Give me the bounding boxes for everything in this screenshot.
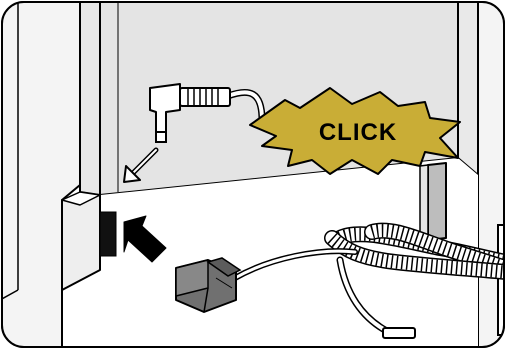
- tube-end-cap: [382, 327, 416, 339]
- click-callout: CLICK: [249, 87, 461, 175]
- diagonal-arrow-down-left-icon: [123, 147, 159, 183]
- click-label: CLICK: [319, 119, 397, 146]
- power-plug-icon: [175, 257, 242, 313]
- angled-plug-icon: [149, 83, 266, 143]
- socket-slot: [99, 211, 117, 257]
- plinth-bracket: [61, 191, 101, 206]
- cabinet-front-strip: [79, 2, 101, 196]
- right-channel-inner: [419, 164, 429, 241]
- right-channel: [427, 162, 447, 241]
- cabinet-right-strip: [457, 2, 479, 176]
- bold-arrow-up-left-icon: [123, 215, 167, 263]
